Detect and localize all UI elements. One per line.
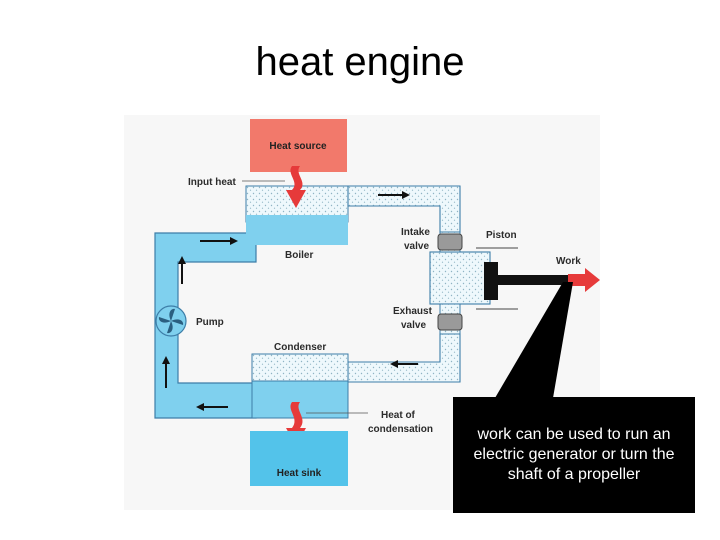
input-heat-arrowhead: [286, 190, 306, 208]
flow-arrow-up-upper: [178, 256, 186, 284]
exhaust-valve-label-1: Exhaust: [393, 306, 433, 317]
heat-sink-label: Heat sink: [277, 468, 322, 479]
heat-sink-box: [250, 431, 348, 486]
flow-arrows: [162, 191, 418, 411]
intake-valve-label-1: Intake: [401, 227, 430, 238]
flow-arrow-steam: [378, 191, 410, 199]
heat-condensation-label-2: condensation: [368, 424, 433, 435]
piston-rod: [498, 275, 568, 285]
pump-label: Pump: [196, 317, 224, 328]
callout-box: work can be used to run an electric gene…: [453, 397, 695, 513]
boiler-label: Boiler: [285, 250, 313, 261]
boiler-water: [246, 215, 348, 245]
work-arrow: [568, 268, 600, 292]
flow-arrow-exhaust: [390, 360, 418, 368]
work-label: Work: [556, 256, 581, 267]
flow-arrow-up-lower: [162, 356, 170, 388]
exhaust-valve: [437, 313, 463, 331]
intake-valve: [437, 233, 463, 251]
intake-valve-label-2: valve: [404, 241, 429, 252]
slide-title: heat engine: [255, 40, 465, 84]
exhaust-valve-label-2: valve: [401, 320, 426, 331]
condenser-vapor: [251, 353, 349, 383]
callout-text: work can be used to run an electric gene…: [473, 426, 675, 483]
piston-label: Piston: [486, 230, 517, 241]
heat-condensation-arrow: [290, 402, 303, 428]
piston-head: [484, 262, 498, 300]
input-heat-arrow: [290, 166, 303, 190]
input-heat-label: Input heat: [188, 177, 236, 188]
callout-pointer: [495, 282, 573, 398]
heat-source-box: [250, 119, 347, 172]
condenser-water: [251, 380, 349, 419]
pump-fan-icon: [158, 308, 184, 334]
cylinder: [429, 251, 491, 305]
flow-arrow-return: [196, 403, 228, 411]
condenser-label: Condenser: [274, 342, 326, 353]
flow-arrow-boiler-in: [200, 237, 238, 245]
heat-condensation-label-1: Heat of: [381, 410, 416, 421]
heat-source-label: Heat source: [269, 141, 327, 152]
